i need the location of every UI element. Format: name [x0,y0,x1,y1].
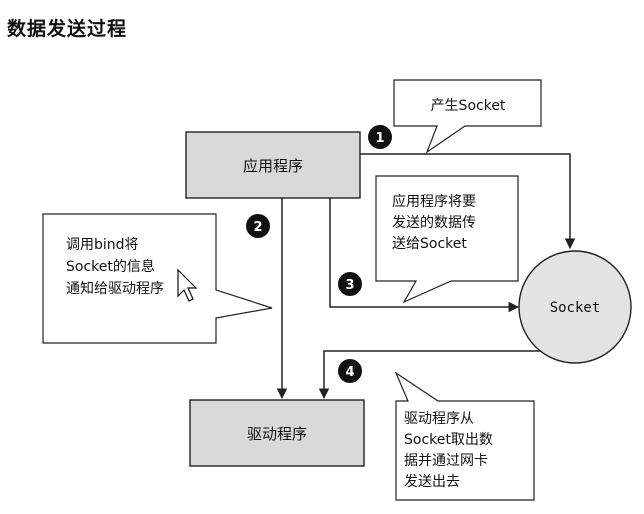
callout-4-text: 驱动程序从 Socket取出数 据并通过网卡 发送出去 [404,411,497,490]
svg-text:4: 4 [345,365,354,380]
svg-text:1: 1 [375,131,384,146]
node-socket-label: Socket [550,300,601,316]
node-driver-box [189,399,365,467]
node-driver-label: 驱动程序 [247,425,307,443]
callout-1-shape [393,79,542,154]
step-badge-2: 2 [246,214,270,238]
arrow-app-data-to-socket [329,198,520,313]
step-badge-3: 3 [338,272,362,296]
arrow-socket-to-driver [318,350,548,400]
page-title: 数据发送过程 [7,18,128,40]
callout-3-text: 应用程序将要 发送的数据传 送给Socket [392,193,480,252]
node-socket-circle [518,250,632,364]
step-badge-1: 1 [368,125,392,149]
step-badge-4: 4 [338,359,362,383]
node-app-label: 应用程序 [243,157,303,175]
callout-2-shape [42,213,273,344]
callout-2-text: 调用bind将 Socket的信息 通知给驱动程序 [66,237,164,297]
mouse-cursor-icon [177,268,198,302]
node-app-box [185,131,361,199]
callout-1-text: 产生Socket [431,98,506,114]
callout-4-shape [394,371,535,501]
callout-3-shape [375,175,519,304]
svg-text:3: 3 [345,278,354,293]
arrow-app-to-socket [360,153,576,250]
svg-text:2: 2 [253,220,262,235]
